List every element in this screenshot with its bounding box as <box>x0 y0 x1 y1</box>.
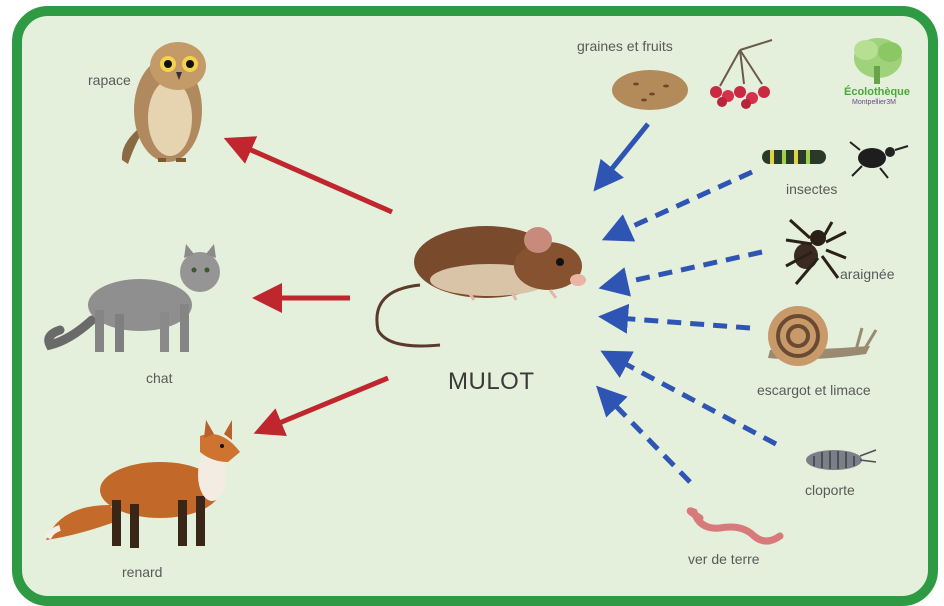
arrow-mulot-to-rapace <box>242 146 392 212</box>
arrow-graines-to-mulot <box>606 124 648 176</box>
label-chat: chat <box>146 370 172 386</box>
center-label: MULOT <box>448 368 535 396</box>
label-graines: graines et fruits <box>577 38 673 54</box>
fox-icon <box>46 420 240 548</box>
label-escargot: escargot et limace <box>757 382 871 398</box>
label-renard: renard <box>122 564 162 580</box>
label-ver: ver de terre <box>688 551 760 567</box>
owl-icon <box>122 42 206 164</box>
earthworm-icon <box>690 511 780 541</box>
label-cloporte: cloporte <box>805 482 855 498</box>
cat-icon <box>49 244 220 352</box>
snail-icon <box>768 306 876 366</box>
label-rapace: rapace <box>88 72 131 88</box>
seeds-icon <box>612 70 688 110</box>
beetle-icon <box>850 142 908 178</box>
arrow-ver-to-mulot <box>610 400 690 482</box>
caterpillar-icon <box>762 150 826 164</box>
logo-subtitle: Montpellier3M <box>852 99 896 106</box>
arrow-insectes-to-mulot <box>620 172 752 232</box>
arrow-escargot-to-mulot <box>618 318 750 328</box>
label-insectes: insectes <box>786 181 837 197</box>
arrow-mulot-to-renard <box>272 378 388 426</box>
logo-title: Écolothèque <box>844 86 910 98</box>
spider-icon <box>786 220 846 284</box>
mouse-icon <box>377 226 586 346</box>
tree-logo-icon <box>854 38 902 84</box>
berries-icon <box>710 40 772 109</box>
label-araignee: araignée <box>840 266 895 282</box>
arrow-araignee-to-mulot <box>618 252 762 284</box>
woodlouse-icon <box>806 450 876 470</box>
